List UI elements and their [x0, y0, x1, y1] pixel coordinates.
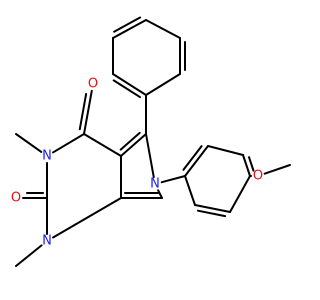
bond-c7a-n1 — [52, 197, 122, 239]
atom-label-o2: O — [11, 191, 21, 206]
bond-c4a-c5 — [119, 131, 141, 151]
bond-c4-o4 — [83, 89, 93, 135]
bond-a6-a1 — [184, 175, 196, 206]
bond-ph3-ph4 — [145, 19, 181, 39]
atom-label-n3: N — [42, 149, 52, 164]
bond-a3-a4 — [248, 156, 255, 172]
bond-ph4-ph5 — [113, 16, 142, 33]
bond-a5-a6 — [196, 209, 227, 218]
atom-label-o-methoxy: O — [253, 169, 263, 184]
bond-n6-c7 — [157, 189, 163, 199]
bond-a4-a5 — [229, 175, 251, 213]
bond-c5-n6 — [145, 133, 155, 179]
bond-c4-o4 — [78, 92, 88, 131]
bond-c4-c4a — [83, 133, 122, 157]
bond-a2-a3 — [207, 145, 244, 156]
bond-a1-a2 — [182, 145, 203, 171]
bond-ph1-ph2 — [145, 73, 181, 96]
bond-n1-me1 — [15, 244, 43, 267]
atom-label-layer: N N N O O O — [11, 77, 263, 249]
bond-n3-me3 — [15, 133, 43, 153]
atom-label-n6: N — [150, 177, 160, 192]
bond-layer — [15, 16, 291, 267]
bond-a3-a4 — [242, 154, 251, 177]
bond-a5-a6 — [194, 204, 231, 213]
bond-ph6-ph1 — [112, 79, 141, 99]
bond-n3-c4 — [52, 133, 85, 154]
bond-c4a-c5 — [120, 133, 147, 157]
bond-ome-cme — [263, 164, 291, 175]
bond-ph4-ph5 — [112, 19, 147, 39]
bond-a1-a2 — [184, 145, 209, 177]
bond-n6-a1 — [160, 175, 186, 184]
atom-label-n1: N — [42, 234, 52, 249]
atom-label-o4: O — [88, 77, 98, 92]
molecule-structure: N N N O O O — [11, 16, 291, 267]
bond-ph6-ph1 — [112, 73, 147, 96]
